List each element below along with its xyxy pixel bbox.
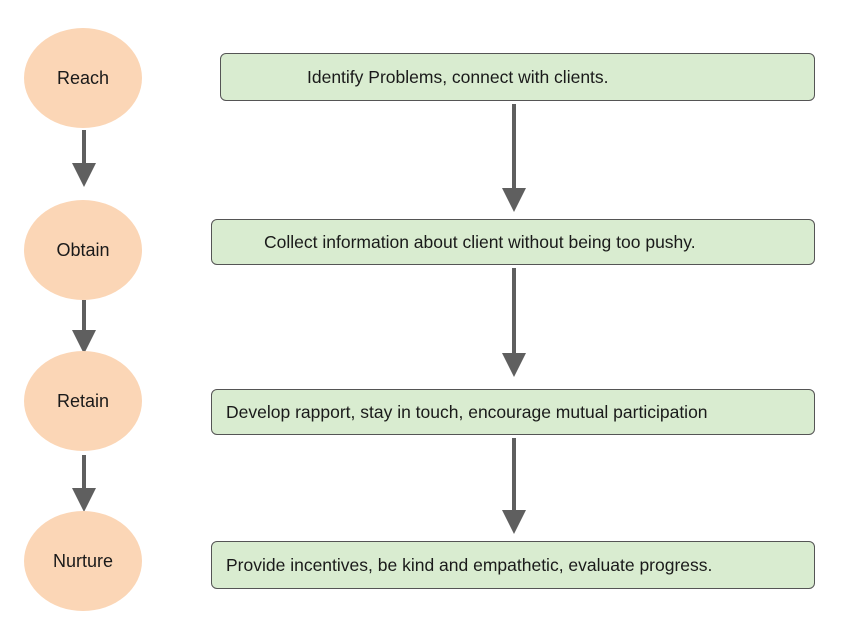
- stage-label: Obtain: [56, 239, 110, 260]
- stage-description: Provide incentives, be kind and empathet…: [226, 554, 713, 575]
- stage-circle-obtain: Obtain: [24, 200, 142, 300]
- stage-box-retain: Develop rapport, stay in touch, encourag…: [211, 389, 815, 435]
- stage-circle-nurture: Nurture: [24, 511, 142, 611]
- stage-description: Identify Problems, connect with clients.: [307, 66, 609, 87]
- stage-box-obtain: Collect information about client without…: [211, 219, 815, 265]
- stage-box-reach: Identify Problems, connect with clients.: [220, 53, 815, 101]
- stage-label: Nurture: [52, 550, 114, 571]
- stage-label: Reach: [56, 67, 110, 88]
- stage-description: Develop rapport, stay in touch, encourag…: [226, 401, 708, 422]
- stage-circle-retain: Retain: [24, 351, 142, 451]
- stage-description: Collect information about client without…: [264, 231, 696, 252]
- stage-box-nurture: Provide incentives, be kind and empathet…: [211, 541, 815, 589]
- stage-circle-reach: Reach: [24, 28, 142, 128]
- stage-label: Retain: [56, 390, 110, 411]
